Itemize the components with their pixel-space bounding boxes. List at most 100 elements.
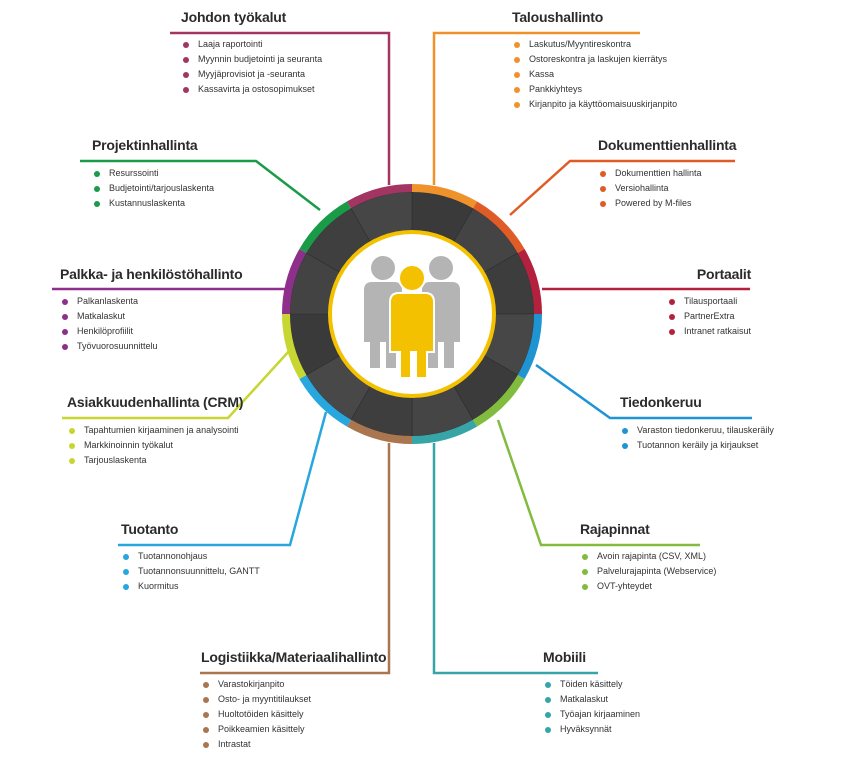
- module-item-label: Tarjouslaskenta: [84, 455, 147, 465]
- module-item-label: Työajan kirjaaminen: [560, 709, 641, 719]
- bullet-dot-icon: [514, 102, 520, 108]
- wheel-rim-arc: [517, 314, 542, 379]
- module-item: Matkalaskut: [543, 692, 640, 707]
- module-item: Matkalaskut: [60, 309, 242, 324]
- module-item: Varastokirjanpito: [201, 677, 386, 692]
- bullet-dot-icon: [62, 329, 68, 335]
- bullet-dot-icon: [183, 87, 189, 93]
- bullet-dot-icon: [545, 682, 551, 688]
- module-item: Kassavirta ja ostosopimukset: [181, 82, 322, 97]
- connector-raja: [496, 419, 700, 547]
- bullet-dot-icon: [69, 443, 75, 449]
- bullet-dot-icon: [514, 42, 520, 48]
- module-item-label: Kassavirta ja ostosopimukset: [198, 84, 315, 94]
- module-item-label: Varaston tiedonkeruu, tilauskeräily: [637, 425, 774, 435]
- module-asiakkuudenhallinta-crm: Asiakkuudenhallinta (CRM) Tapahtumien ki…: [67, 394, 243, 468]
- module-item-label: Henkilöprofiilit: [77, 326, 134, 336]
- module-item: Kustannuslaskenta: [92, 196, 214, 211]
- bullet-dot-icon: [94, 171, 100, 177]
- module-item: Myyjäprovisiot ja -seuranta: [181, 67, 322, 82]
- connector-talous: [432, 31, 640, 185]
- wheel-rim-arc: [282, 314, 307, 379]
- module-item: Ostoreskontra ja laskujen kierrätys: [512, 52, 677, 67]
- module-item: Budjetointi/tarjouslaskenta: [92, 181, 214, 196]
- module-item-label: Osto- ja myyntitilaukset: [218, 694, 312, 704]
- wheel-rim-arc: [299, 375, 351, 427]
- people-group-icon: [364, 256, 460, 379]
- module-title: Projektinhallinta: [92, 137, 198, 153]
- module-item: Tilausportaali: [667, 294, 751, 309]
- module-title: Rajapinnat: [580, 521, 650, 537]
- connector-dokumentti: [509, 159, 735, 216]
- bullet-dot-icon: [203, 742, 209, 748]
- module-item-label: Palkanlaskenta: [77, 296, 139, 306]
- bullet-dot-icon: [545, 697, 551, 703]
- module-item: Palvelurajapinta (Webservice): [580, 564, 716, 579]
- module-item-label: Tilausportaali: [684, 296, 738, 306]
- bullet-dot-icon: [62, 344, 68, 350]
- module-item: Powered by M-files: [598, 196, 736, 211]
- bullet-dot-icon: [94, 186, 100, 192]
- module-item-label: PartnerExtra: [684, 311, 735, 321]
- bullet-dot-icon: [123, 569, 129, 575]
- module-item-label: Huoltotöiden käsittely: [218, 709, 304, 719]
- module-item-label: Myynnin budjetointi ja seuranta: [198, 54, 323, 64]
- bullet-dot-icon: [183, 72, 189, 78]
- module-item: Tuotannon keräily ja kirjaukset: [620, 438, 774, 453]
- module-item-label: Budjetointi/tarjouslaskenta: [109, 183, 215, 193]
- connector-projekti: [80, 159, 321, 211]
- wheel-rim-arc: [473, 375, 525, 427]
- module-item: Palkanlaskenta: [60, 294, 242, 309]
- bullet-dot-icon: [183, 42, 189, 48]
- module-item: Tuotannonsuunnittelu, GANTT: [121, 564, 260, 579]
- module-item: Varaston tiedonkeruu, tilauskeräily: [620, 423, 774, 438]
- module-item: Tapahtumien kirjaaminen ja analysointi: [67, 423, 243, 438]
- wheel-rim-arc: [282, 249, 307, 314]
- module-item-label: Intranet ratkaisut: [684, 326, 752, 336]
- bullet-dot-icon: [203, 682, 209, 688]
- module-item-label: Töiden käsittely: [560, 679, 623, 689]
- wheel-rim-arc: [473, 201, 525, 253]
- module-title: Mobiili: [543, 649, 586, 665]
- module-rajapinnat: Rajapinnat Avoin rajapinta (CSV, XML)Pal…: [580, 521, 716, 594]
- bullet-dot-icon: [669, 329, 675, 335]
- bullet-dot-icon: [94, 201, 100, 207]
- module-item: Kirjanpito ja käyttöomaisuuskirjanpito: [512, 97, 677, 112]
- connector-johdon: [170, 31, 391, 185]
- connector-logistiikka: [200, 443, 391, 675]
- module-item: Pankkiyhteys: [512, 82, 677, 97]
- module-item: Huoltotöiden käsittely: [201, 707, 386, 722]
- module-item-label: Palvelurajapinta (Webservice): [597, 566, 717, 576]
- module-item-label: Kirjanpito ja käyttöomaisuuskirjanpito: [529, 99, 678, 109]
- module-item: Työvuorosuunnittelu: [60, 339, 242, 354]
- module-item-label: Kuormitus: [138, 581, 179, 591]
- connector-mobiili: [432, 443, 598, 675]
- wheel-rim-arc: [347, 184, 412, 209]
- bullet-dot-icon: [600, 186, 606, 192]
- bullet-dot-icon: [203, 697, 209, 703]
- bullet-dot-icon: [545, 727, 551, 733]
- module-title: Johdon työkalut: [181, 9, 287, 25]
- module-item: Dokumenttien hallinta: [598, 166, 736, 181]
- wheel-rim-arc: [412, 184, 477, 209]
- module-item: Resurssointi: [92, 166, 214, 181]
- bullet-dot-icon: [669, 314, 675, 320]
- module-item: Työajan kirjaaminen: [543, 707, 640, 722]
- module-item: OVT-yhteydet: [580, 579, 716, 594]
- module-item-label: Varastokirjanpito: [218, 679, 285, 689]
- module-item: Henkilöprofiilit: [60, 324, 242, 339]
- module-item: PartnerExtra: [667, 309, 751, 324]
- bullet-dot-icon: [514, 72, 520, 78]
- bullet-dot-icon: [582, 569, 588, 575]
- module-tiedonkeruu: Tiedonkeruu Varaston tiedonkeruu, tilaus…: [620, 394, 774, 453]
- module-item: Kuormitus: [121, 579, 260, 594]
- module-item-label: Myyjäprovisiot ja -seuranta: [198, 69, 306, 79]
- bullet-dot-icon: [62, 299, 68, 305]
